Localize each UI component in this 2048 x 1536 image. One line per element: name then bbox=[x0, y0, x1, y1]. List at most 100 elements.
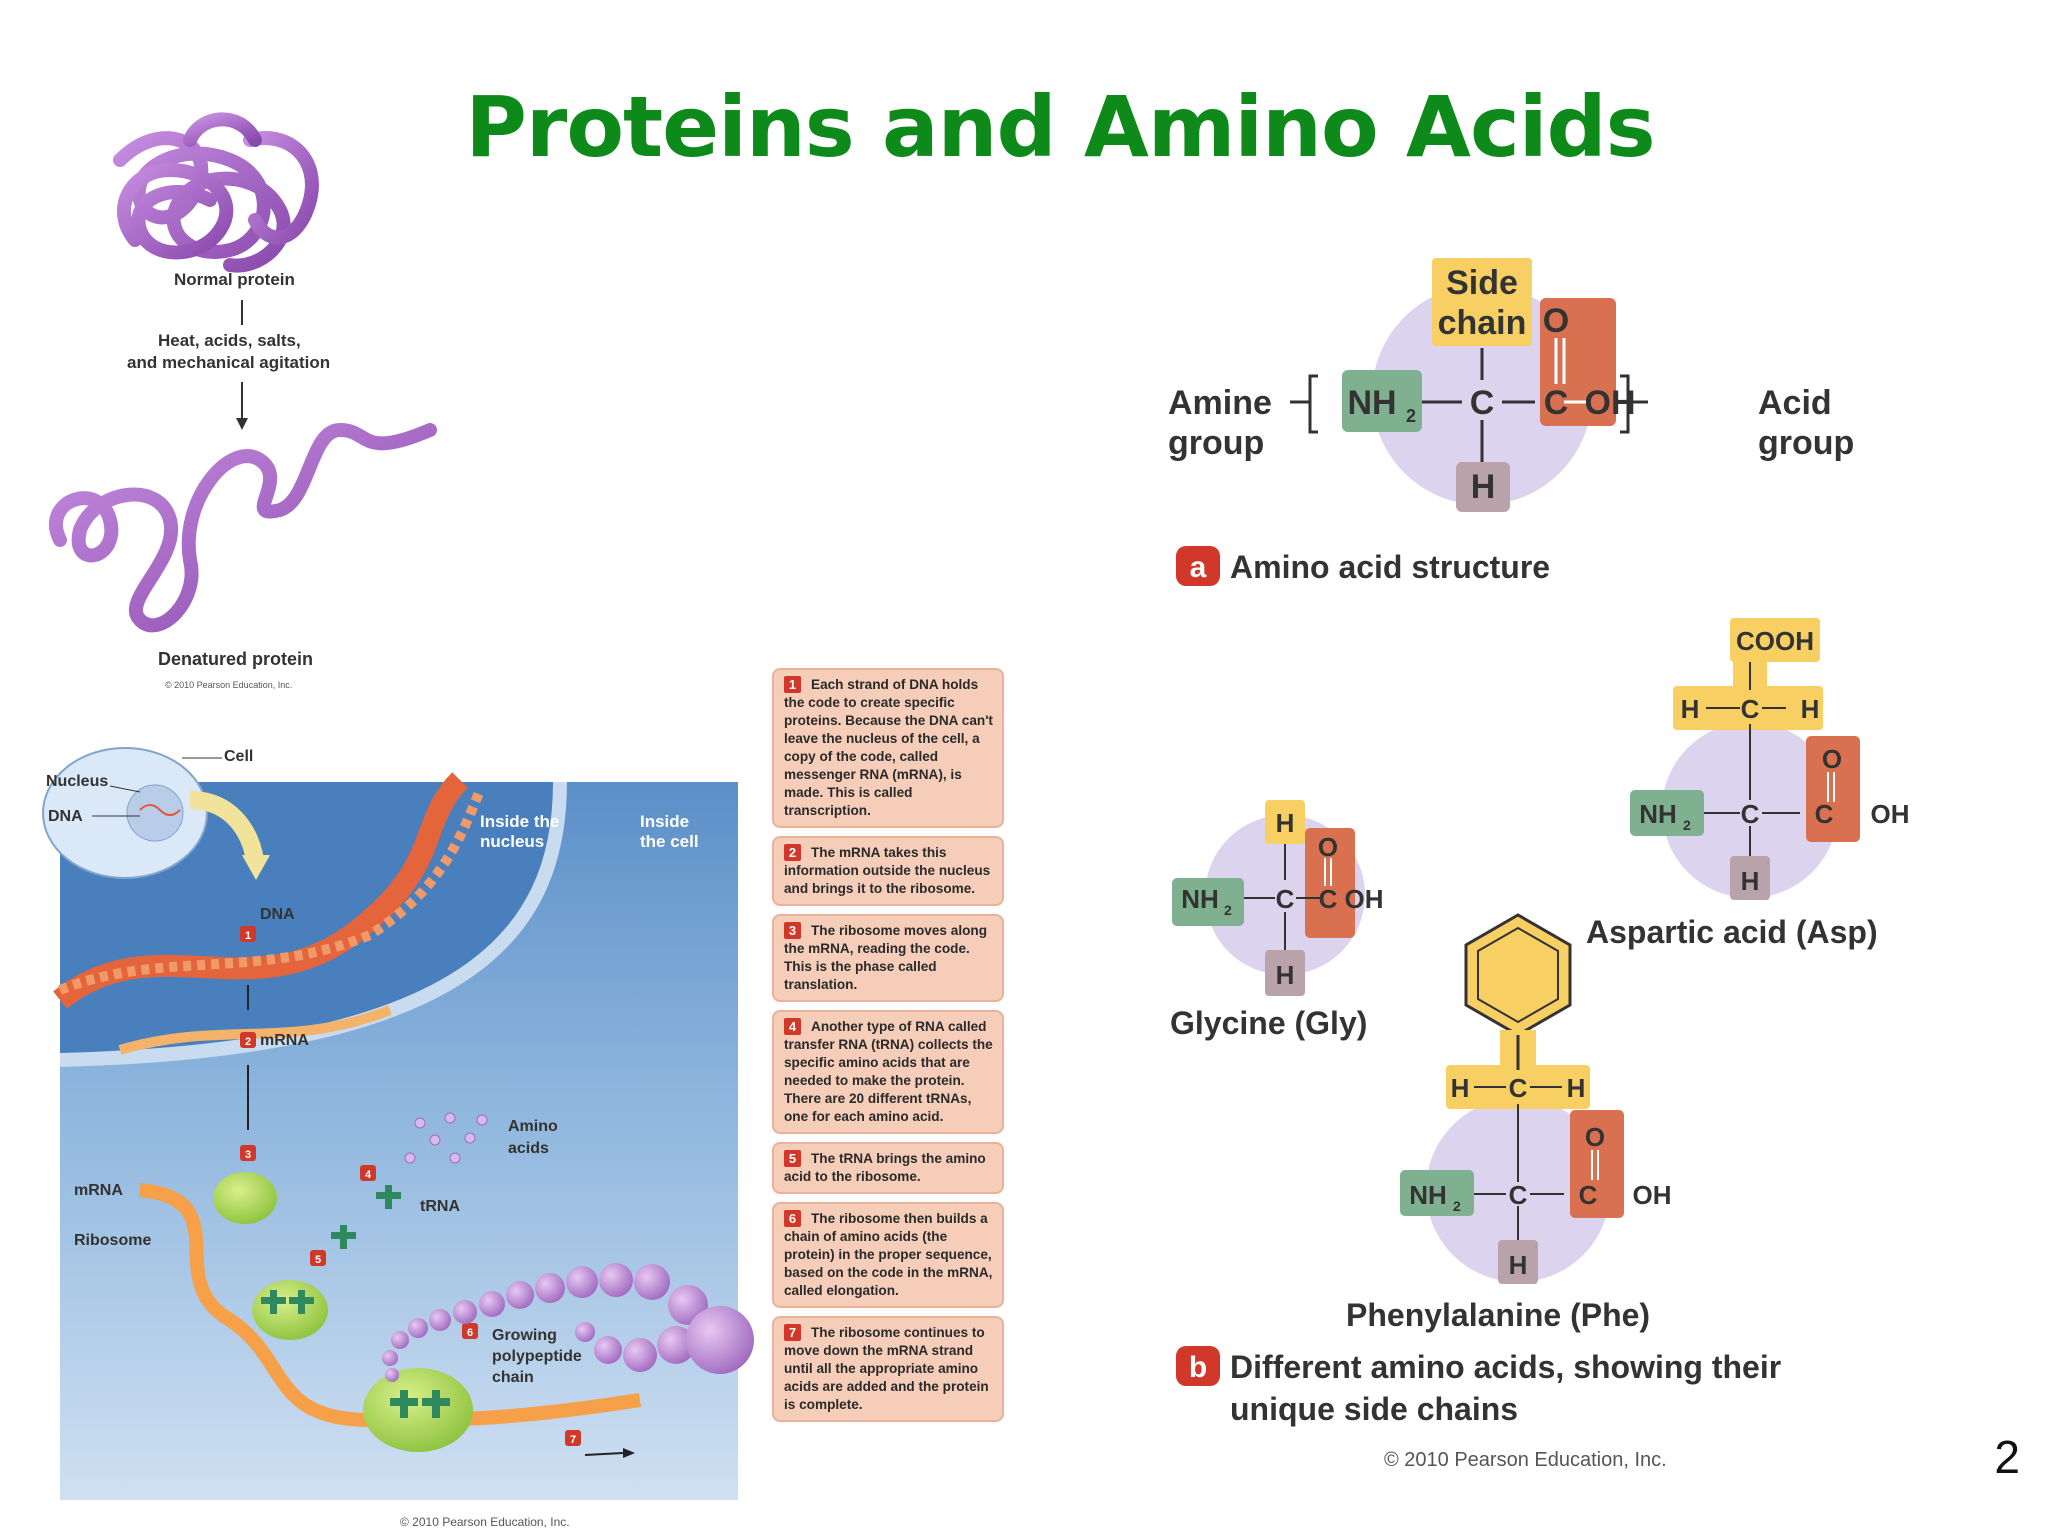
acid-label-2: group bbox=[1758, 424, 1854, 462]
phe-h-right: H bbox=[1567, 1073, 1586, 1103]
phe-h-bottom: H bbox=[1509, 1250, 1528, 1280]
denatured-protein-image bbox=[49, 422, 437, 633]
asp-cooh: COOH bbox=[1736, 626, 1814, 656]
fig-step-2: 2 bbox=[245, 1036, 251, 1048]
phe-c-side: C bbox=[1509, 1073, 1528, 1103]
step-number-7: 7 bbox=[784, 1324, 801, 1341]
amino-acids-label-1: Amino bbox=[508, 1118, 558, 1135]
gly-nh2-sub: 2 bbox=[1224, 902, 1232, 918]
step-text-7: The ribosome continues to move down the … bbox=[784, 1325, 989, 1412]
cause-label-1: Heat, acids, salts, bbox=[158, 331, 301, 350]
asp-h-right: H bbox=[1801, 694, 1820, 724]
aspartic-acid-molecule: COOH H C H O NH 2 C C OH H bbox=[1630, 618, 1910, 900]
fig-step-1: 1 bbox=[245, 930, 251, 942]
step-text-1: Each strand of DNA holds the code to cre… bbox=[784, 677, 993, 818]
amine-label-1: Amine bbox=[1168, 384, 1272, 422]
core-circle bbox=[1372, 285, 1592, 505]
asp-h-bottom: H bbox=[1741, 866, 1760, 896]
fig-step-badges: 1 2 3 4 5 6 7 bbox=[240, 926, 581, 1446]
asp-c: C bbox=[1741, 799, 1760, 829]
nucleus-inset bbox=[126, 784, 184, 842]
phe-oh: OH bbox=[1633, 1180, 1672, 1210]
examples-caption-1: Different amino acids, showing their bbox=[1230, 1349, 1781, 1385]
nuclear-membrane bbox=[59, 781, 567, 1067]
gly-c2: C bbox=[1319, 884, 1338, 914]
fig-step-7: 7 bbox=[570, 1434, 576, 1446]
step-number-2: 2 bbox=[784, 844, 801, 861]
aspartic-label: Aspartic acid (Asp) bbox=[1586, 914, 1878, 950]
asp-oh: OH bbox=[1871, 799, 1910, 829]
normal-protein-image bbox=[113, 112, 319, 273]
asp-h-left: H bbox=[1681, 694, 1700, 724]
structure-caption: Amino acid structure bbox=[1230, 549, 1550, 585]
badge-b-letter: b bbox=[1189, 1351, 1207, 1384]
amine-label-2: group bbox=[1168, 424, 1264, 462]
denature-arrowhead bbox=[236, 418, 248, 430]
phe-c2: C bbox=[1579, 1180, 1598, 1210]
phenylalanine-molecule: H C H O NH 2 C C OH H bbox=[1400, 913, 1672, 1284]
asp-c-side: C bbox=[1741, 694, 1760, 724]
growing-label-2: polypeptide bbox=[492, 1348, 582, 1365]
cell-inset bbox=[42, 747, 208, 879]
gly-h-bottom: H bbox=[1276, 960, 1295, 990]
gly-nh2: NH bbox=[1181, 884, 1219, 914]
ribosome-1 bbox=[213, 1172, 277, 1224]
growing-label-1: Growing bbox=[492, 1327, 557, 1344]
gly-h-top: H bbox=[1276, 808, 1295, 838]
acid-label-1: Acid bbox=[1758, 384, 1832, 422]
step-number-6: 6 bbox=[784, 1210, 801, 1227]
dna-inset-label: DNA bbox=[48, 808, 83, 825]
oxygen-label: O bbox=[1543, 302, 1569, 340]
denatured-protein-label: Denatured protein bbox=[158, 649, 314, 669]
phe-nh2: NH bbox=[1409, 1180, 1447, 1210]
gly-oh: OH bbox=[1345, 884, 1384, 914]
alpha-carbon-label: C bbox=[1470, 384, 1495, 422]
mrna-left-label: mRNA bbox=[74, 1182, 123, 1199]
slide-title: Proteins and Amino Acids bbox=[465, 78, 1655, 176]
nucleus-label: Nucleus bbox=[46, 773, 109, 790]
step-number-5: 5 bbox=[784, 1150, 801, 1167]
hydrogen-box bbox=[1456, 462, 1510, 512]
amino-acid-examples-diagram: H O NH 2 C C OH H Glycine (Gly) COOH H C… bbox=[1170, 618, 1910, 1471]
denaturation-figure bbox=[49, 112, 437, 633]
normal-protein-label: Normal protein bbox=[174, 270, 295, 289]
asp-nh2-sub: 2 bbox=[1683, 817, 1691, 833]
fig-step-6: 6 bbox=[467, 1327, 473, 1339]
step-text-3: The ribosome moves along the mRNA, readi… bbox=[784, 923, 988, 992]
carbonyl-carbon-label: C bbox=[1544, 384, 1569, 422]
mrna-label: mRNA bbox=[260, 1032, 309, 1049]
inside-cell-label-1: Inside bbox=[640, 812, 690, 831]
glycine-label: Glycine (Gly) bbox=[1170, 1005, 1367, 1041]
step-text-2: The mRNA takes this information outside … bbox=[784, 845, 991, 896]
cell-label: Cell bbox=[224, 748, 254, 765]
ribosome-2 bbox=[252, 1280, 328, 1340]
badge-a-letter: a bbox=[1190, 551, 1207, 584]
fig-step-5: 5 bbox=[315, 1254, 321, 1266]
step-number-1: 1 bbox=[784, 676, 801, 693]
phe-nh2-sub: 2 bbox=[1453, 1198, 1461, 1214]
step-number-3: 3 bbox=[784, 922, 801, 939]
translation-mrna bbox=[139, 1183, 642, 1428]
asp-o: O bbox=[1822, 744, 1842, 774]
ribosome-label: Ribosome bbox=[74, 1232, 152, 1249]
fig-step-4: 4 bbox=[365, 1169, 372, 1181]
step-text-4: Another type of RNA called transfer RNA … bbox=[784, 1019, 993, 1124]
side-chain-label-2: chain bbox=[1438, 304, 1527, 342]
dna-helix bbox=[53, 772, 469, 1009]
amino-acid-structure-diagram: Side chain O NH 2 C C OH H Amine group A… bbox=[1168, 258, 1854, 586]
hydroxyl-label: OH bbox=[1585, 384, 1636, 422]
side-chain-box bbox=[1432, 258, 1532, 346]
trna-molecules bbox=[261, 1185, 450, 1418]
glycine-molecule: H O NH 2 C C OH H bbox=[1172, 800, 1384, 996]
nh2-subscript: 2 bbox=[1406, 406, 1416, 426]
cause-label-2: and mechanical agitation bbox=[127, 353, 331, 372]
badge-a bbox=[1176, 546, 1220, 586]
inside-cell-label-2: the cell bbox=[640, 832, 699, 851]
synthesis-copyright: © 2010 Pearson Education, Inc. bbox=[400, 1515, 570, 1529]
